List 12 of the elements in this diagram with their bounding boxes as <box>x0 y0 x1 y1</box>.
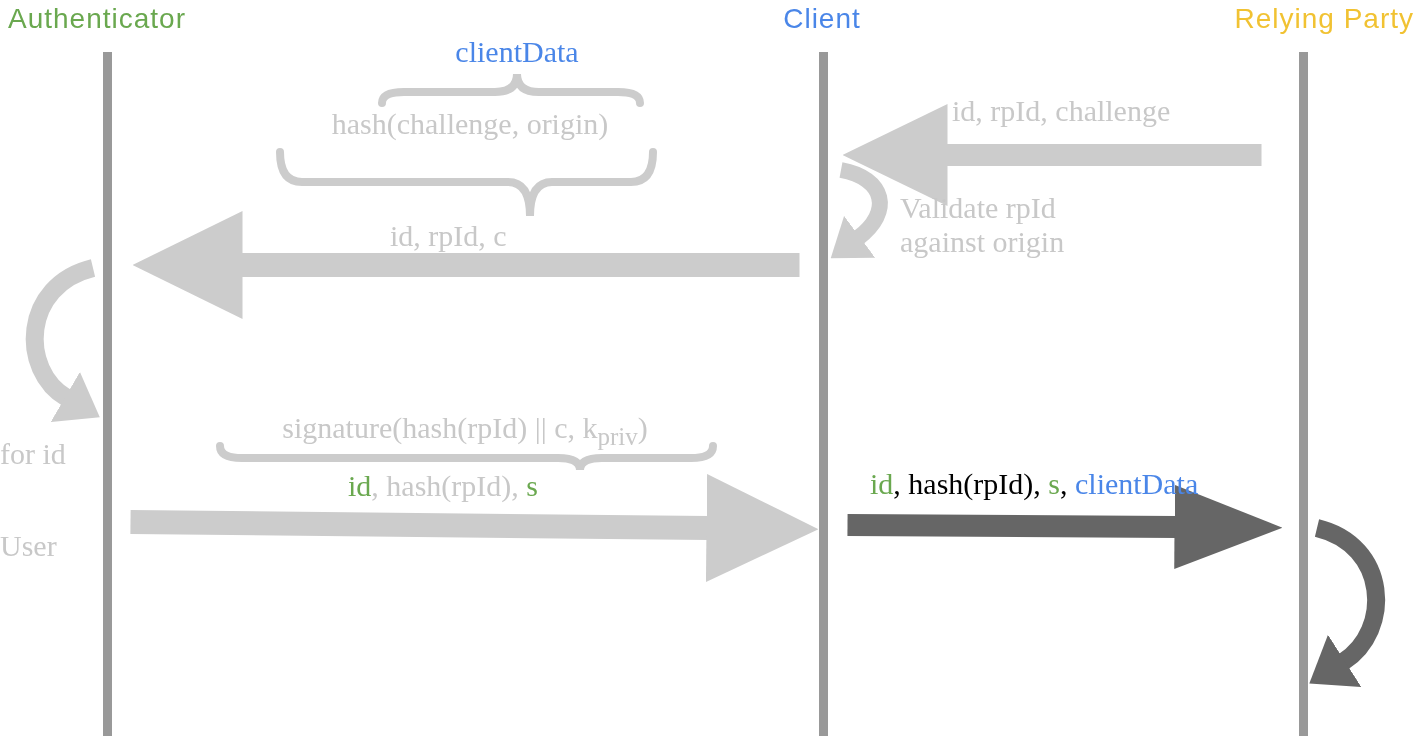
arrow <box>25 259 98 421</box>
arrow <box>130 474 819 582</box>
arrow <box>832 162 888 260</box>
arrow <box>132 211 800 319</box>
edge-label: id, hash(rpId), s, clientData <box>870 466 1199 502</box>
brace-label: clientData <box>454 34 580 70</box>
lifeline-heading: Authenticator <box>8 2 187 36</box>
lifeline-heading: Relying Party <box>1233 2 1414 36</box>
arrow <box>1311 519 1385 687</box>
arrow <box>842 104 1262 206</box>
arrow <box>847 485 1283 569</box>
lifeline-heading: Client <box>782 2 862 36</box>
